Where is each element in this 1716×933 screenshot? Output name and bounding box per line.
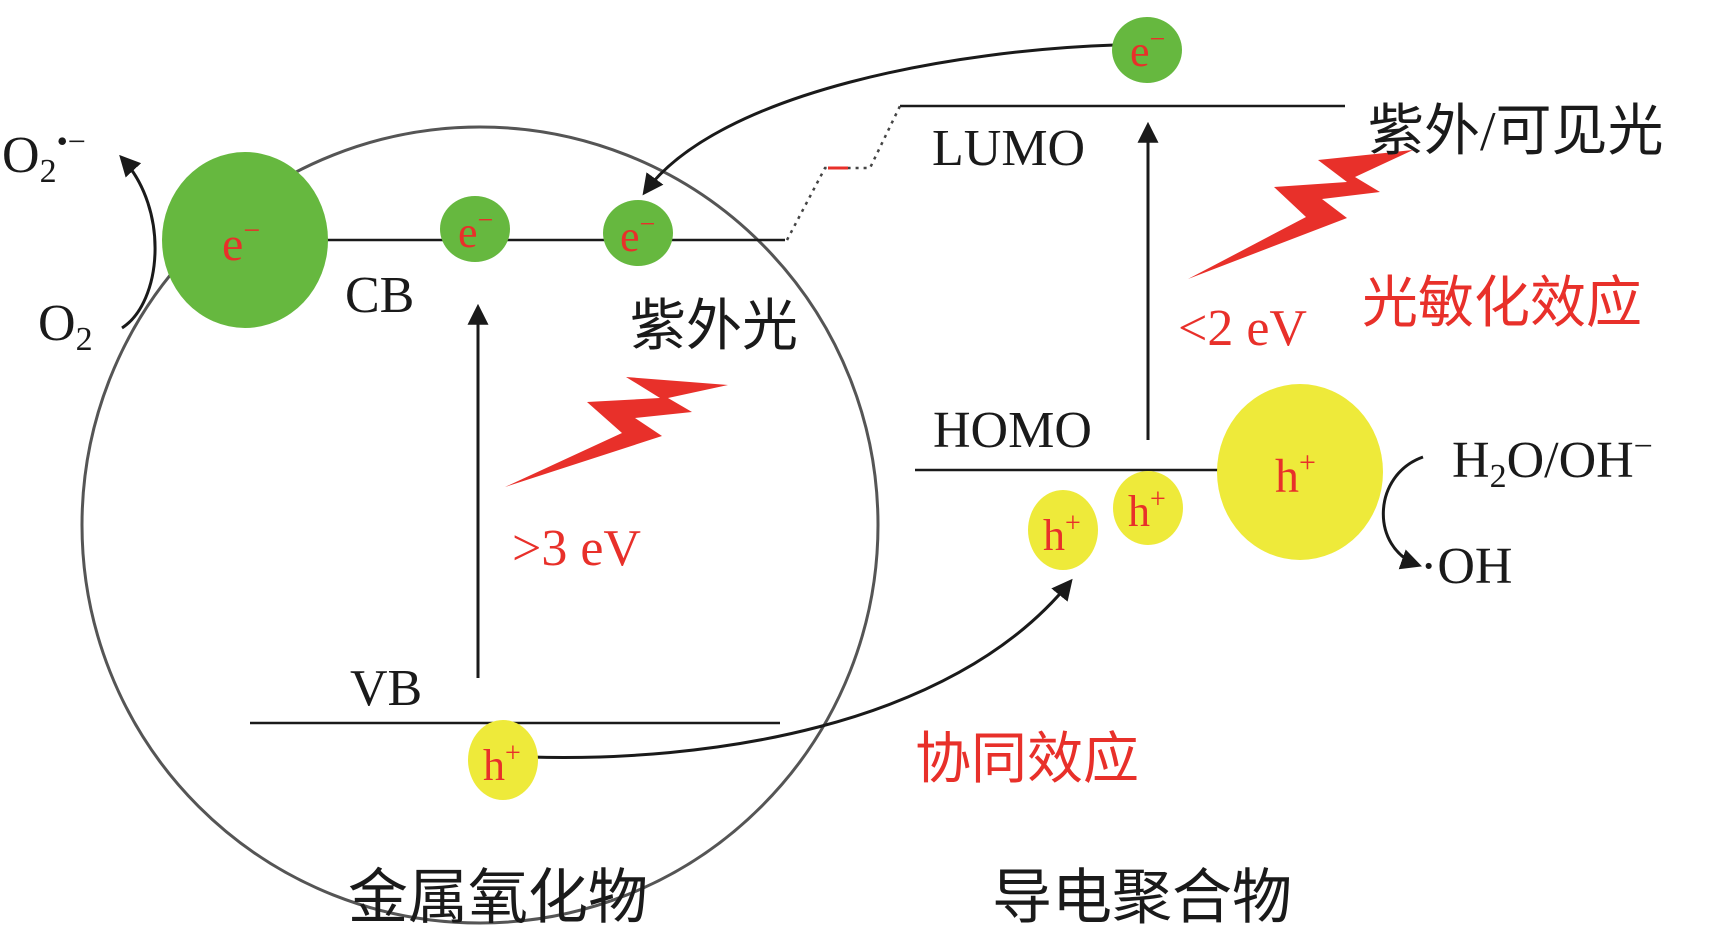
hole-vb-carrier [468,720,538,800]
hole-large-label: h+ [1275,446,1316,503]
cb-label: CB [345,267,414,324]
hole-homo-carrier-1 [1028,490,1098,570]
uv-vis-light-label: 紫外/可见光 [1368,101,1664,163]
uv-light-label: 紫外光 [630,296,798,358]
oxygen-label: O2 [38,295,93,358]
electron-cb-label-1: e− [458,205,493,257]
hole-transfer-arrow [529,578,1073,759]
metal-oxide-particle [80,125,880,925]
hole-large-carrier [1217,384,1383,560]
hole-homo-carrier-2 [1113,471,1183,545]
hole-homo-label-2: h+ [1128,484,1166,536]
water-hydroxide-label: H2O/OH− [1452,428,1653,495]
hole-homo-label-1: h+ [1043,508,1081,560]
electron-cb-label-2: e− [620,209,655,261]
electron-cb-carrier-2 [603,200,673,266]
electron-large-carrier [162,152,328,328]
lumo-label: LUMO [932,120,1085,177]
electron-transfer-arrow [642,43,1116,196]
band-alignment-connector [785,105,902,241]
hole-vb-label: h+ [483,738,521,790]
superoxide-radical-label: O2•− [2,123,86,190]
electron-lumo-label: e− [1130,24,1165,76]
conducting-polymer-label: 导电聚合物 [992,865,1292,931]
uv-lightning-icon [505,377,728,487]
electron-lumo-carrier [1112,17,1182,83]
photosensitization-effect-label: 光敏化效应 [1362,273,1642,335]
vb-label: VB [350,660,422,717]
hydroxyl-radical-label: ·OH [1420,538,1512,595]
water-oxidation-arrow [1381,455,1424,570]
uv-vis-lightning-icon [1188,150,1413,279]
metal-oxide-label: 金属氧化物 [348,865,648,931]
electron-cb-carrier-1 [440,196,510,262]
electron-large-label: e− [222,214,260,271]
metal-oxide-gap-label: >3 eV [512,520,641,577]
homo-label: HOMO [933,402,1092,459]
synergistic-effect-label: 协同效应 [915,729,1139,791]
polymer-gap-label: <2 eV [1178,300,1307,357]
oxygen-reduction-arrow [119,154,157,330]
